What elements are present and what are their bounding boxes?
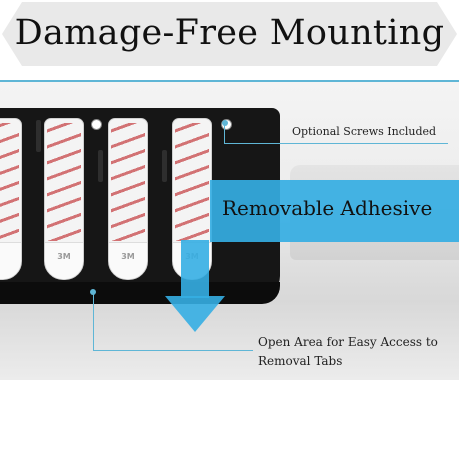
down-arrow-shaft [181,240,209,298]
banner-shape [2,2,457,66]
top-divider-line [0,80,459,82]
rack-bottom-edge [0,282,280,304]
screws-leader-vertical [224,123,225,143]
strip-brand-label: 3M [57,252,71,261]
background-floor [0,300,459,380]
rack-slot [36,120,41,152]
strip-brand-label: 3M [121,252,135,261]
rack-slot [98,150,103,182]
screws-leader-horizontal [224,143,448,144]
title-banner: Damage-Free Mounting [0,0,459,68]
adhesive-strip [0,118,22,280]
open-area-callout-label: Open Area for Easy Access to Removal Tab… [258,333,456,371]
open-area-line-1: Open Area for Easy Access to [258,335,438,349]
open-area-line-2: Removal Tabs [258,354,343,368]
open-area-leader-horizontal [93,350,253,351]
screws-leader-dot [222,120,228,126]
rack-slot [162,150,167,182]
adhesive-callout-label: Removable Adhesive [222,196,433,220]
adhesive-strip: 3M [108,118,148,280]
screw-hole-icon [91,119,102,130]
screws-callout-label: Optional Screws Included [292,125,437,138]
adhesive-callout-band [210,180,459,242]
down-arrow-icon [165,296,225,332]
adhesive-strip: 3M [44,118,84,280]
open-area-leader-vertical [93,292,94,350]
page-title: Damage-Free Mounting [14,13,445,53]
